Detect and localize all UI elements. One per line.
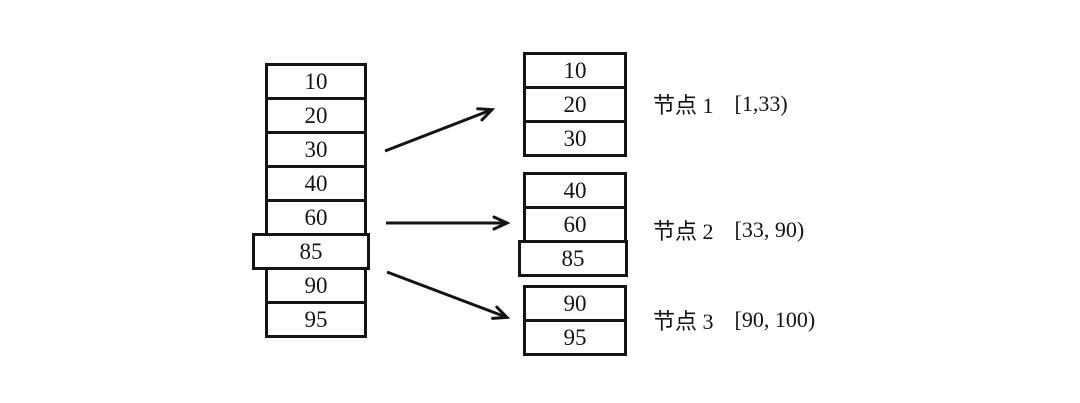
source-cell: 30 [265,131,367,168]
source-cell: 95 [265,301,367,338]
node-3-name: 节点 3 [653,309,714,334]
node-1-stack: 10 20 30 [523,52,627,157]
arrow-to-node-1 [384,110,491,153]
node-2-range: [33, 90) [734,217,805,242]
source-cell: 40 [265,165,367,202]
arrow-to-node-3 [386,270,506,317]
source-cell: 90 [265,267,367,304]
source-cell: 60 [265,199,367,236]
source-cell-offset: 85 [252,233,370,270]
node-1-label: 节点 1 [1,33) [653,88,788,120]
node-1-cell: 30 [523,120,627,157]
node-2-cell: 40 [523,172,627,209]
node-3-cell: 90 [523,285,627,322]
node-2-label: 节点 2 [33, 90) [653,214,804,246]
node-1-cell: 10 [523,52,627,89]
node-1-range: [1,33) [734,91,788,116]
node-2-cell-offset: 85 [518,240,628,277]
source-column: 10 20 30 40 60 85 90 95 [252,63,370,338]
node-2-name: 节点 2 [653,219,714,244]
node-3-label: 节点 3 [90, 100) [653,304,815,336]
node-2-stack: 40 60 85 [518,172,628,277]
node-2-cell: 60 [523,206,627,243]
node-3-stack: 90 95 [523,285,627,356]
node-3-range: [90, 100) [734,307,816,332]
source-cell: 10 [265,63,367,100]
node-3-cell: 95 [523,319,627,356]
source-cell: 20 [265,97,367,134]
node-1-name: 节点 1 [653,93,714,118]
node-1-cell: 20 [523,86,627,123]
